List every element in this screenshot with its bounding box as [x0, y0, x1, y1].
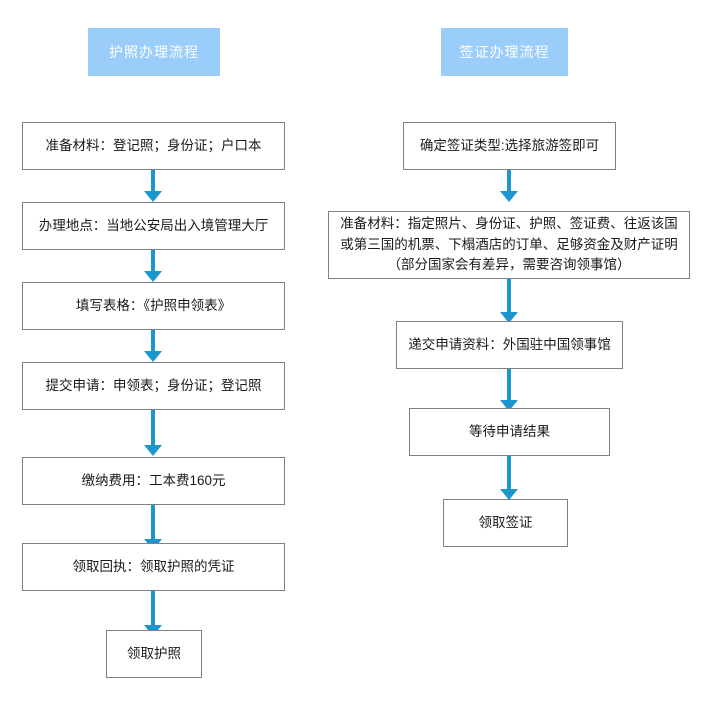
passport-step-3-label: 填写表格：《护照申领表》	[75, 297, 232, 313]
visa-flow-header: 签证办理流程	[441, 28, 568, 76]
visa-step-3[interactable]: 递交申请资料：外国驻中国领事馆	[396, 321, 623, 369]
visa-step-2-line-1: 准备材料：指定照片、身份证、护照、签证费、往返该国	[340, 215, 678, 231]
visa-step-5[interactable]: 领取签证	[443, 499, 568, 547]
arrow-visa-4-to-5	[500, 456, 518, 500]
passport-step-5[interactable]: 缴纳费用：工本费160元	[22, 457, 285, 505]
passport-flow-column: 护照办理流程 准备材料：登记照；身份证；户口本 办理地点：当地公安局出入境管理大…	[0, 0, 350, 726]
visa-step-4-label: 等待申请结果	[469, 423, 550, 439]
arrow-visa-1-to-2	[500, 170, 518, 202]
passport-step-4[interactable]: 提交申请：申领表；身份证；登记照	[22, 362, 285, 410]
visa-step-1-label: 确定签证类型:选择旅游签即可	[419, 137, 600, 153]
visa-step-3-label: 递交申请资料：外国驻中国领事馆	[408, 336, 611, 352]
passport-step-2[interactable]: 办理地点：当地公安局出入境管理大厅	[22, 202, 285, 250]
arrow-passport-2-to-3	[144, 250, 162, 282]
arrow-passport-4-to-5	[144, 410, 162, 456]
passport-flow-header: 护照办理流程	[88, 28, 220, 76]
passport-step-5-label: 缴纳费用：工本费160元	[81, 472, 226, 488]
passport-step-3[interactable]: 填写表格：《护照申领表》	[22, 282, 285, 330]
visa-step-4[interactable]: 等待申请结果	[409, 408, 610, 456]
visa-step-2[interactable]: 准备材料：指定照片、身份证、护照、签证费、往返该国 或第三国的机票、下榻酒店的订…	[328, 211, 690, 279]
passport-step-4-label: 提交申请：申领表；身份证；登记照	[45, 377, 262, 393]
passport-step-7[interactable]: 领取护照	[106, 630, 202, 678]
passport-step-1[interactable]: 准备材料：登记照；身份证；户口本	[22, 122, 285, 170]
visa-step-2-line-2: 或第三国的机票、下榻酒店的订单、足够资金及财产证明	[340, 236, 678, 252]
passport-step-2-label: 办理地点：当地公安局出入境管理大厅	[38, 217, 269, 233]
visa-step-2-line-3: （部分国家会有差异，需要咨询领事馆）	[387, 257, 631, 273]
arrow-passport-1-to-2	[144, 170, 162, 202]
visa-flow-column: 签证办理流程 确定签证类型:选择旅游签即可 准备材料：指定照片、身份证、护照、签…	[328, 0, 705, 726]
passport-step-6[interactable]: 领取回执：领取护照的凭证	[22, 543, 285, 591]
passport-step-7-label: 领取护照	[127, 645, 181, 661]
arrow-passport-3-to-4	[144, 330, 162, 362]
visa-step-2-label: 准备材料：指定照片、身份证、护照、签证费、往返该国 或第三国的机票、下榻酒店的订…	[337, 214, 681, 277]
arrow-visa-2-to-3	[500, 279, 518, 323]
arrow-visa-3-to-4	[500, 369, 518, 411]
passport-step-6-label: 领取回执：领取护照的凭证	[72, 558, 235, 574]
visa-step-1[interactable]: 确定签证类型:选择旅游签即可	[403, 122, 616, 170]
passport-step-1-label: 准备材料：登记照；身份证；户口本	[45, 137, 262, 153]
visa-step-5-label: 领取签证	[478, 514, 533, 530]
